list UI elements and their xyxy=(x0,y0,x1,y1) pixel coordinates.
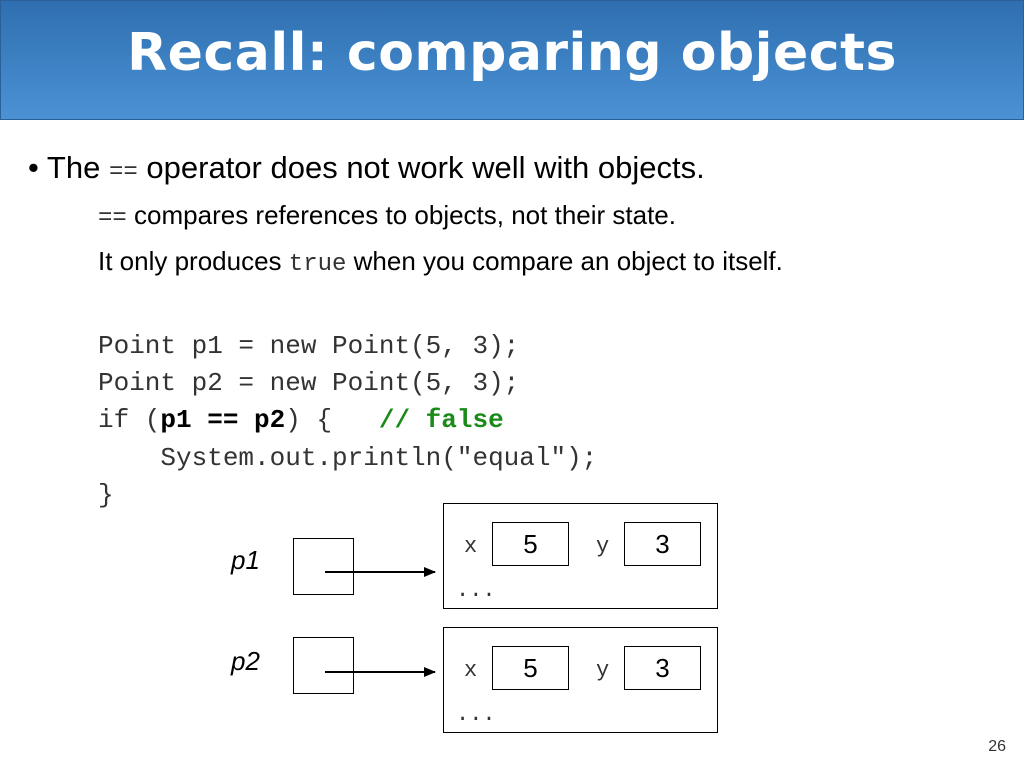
code-if-close: ) { xyxy=(285,405,379,435)
code-comment: // false xyxy=(378,405,504,435)
p2-y-value-box: 3 xyxy=(624,646,701,690)
code-line-5: } xyxy=(98,480,114,510)
p2-y-field-name: y xyxy=(596,658,610,683)
bullet-line: • The == operator does not work well wit… xyxy=(28,150,705,186)
p2-x-value-box: 5 xyxy=(492,646,569,690)
slide-title: Recall: comparing objects xyxy=(127,23,897,83)
sub2-pre: It only produces xyxy=(98,246,282,276)
sub1-text: compares references to objects, not thei… xyxy=(134,200,676,230)
p1-label: p1 xyxy=(231,545,260,575)
code-comparison: p1 == p2 xyxy=(160,405,286,435)
code-if-open: if ( xyxy=(98,405,161,435)
p1-reference-box xyxy=(293,538,354,595)
p1-object-box: x 5 y 3 ... xyxy=(443,503,718,609)
p2-ellipsis: ... xyxy=(456,702,496,727)
p2-object-box: x 5 y 3 ... xyxy=(443,627,718,733)
code-line-3: if (p1 == p2) { // false xyxy=(98,405,504,435)
bullet-pre: The xyxy=(46,150,101,185)
bullet-mark: • xyxy=(28,150,39,185)
p2-x-field-name: x xyxy=(464,658,478,683)
p1-x-value-box: 5 xyxy=(492,522,569,566)
title-bar: Recall: comparing objects xyxy=(0,0,1024,120)
p2-label: p2 xyxy=(231,646,260,676)
bullet-code: == xyxy=(108,159,138,186)
sub1-code: == xyxy=(98,205,127,232)
page-number: 26 xyxy=(988,738,1006,755)
p1-y-field-name: y xyxy=(596,534,610,559)
p2-reference-box xyxy=(293,637,354,694)
p1-ellipsis: ... xyxy=(456,578,496,603)
p1-x-field-name: x xyxy=(464,534,478,559)
sub-point-1: == compares references to objects, not t… xyxy=(98,200,676,232)
code-line-1: Point p1 = new Point(5, 3); xyxy=(98,331,520,361)
bullet-post: operator does not work well with objects… xyxy=(146,150,705,185)
sub2-code: true xyxy=(288,251,347,278)
sub-point-2: It only produces true when you compare a… xyxy=(98,246,783,278)
code-line-2: Point p2 = new Point(5, 3); xyxy=(98,368,520,398)
code-line-4: System.out.println("equal"); xyxy=(98,443,598,473)
p1-y-value-box: 3 xyxy=(624,522,701,566)
sub2-post: when you compare an object to itself. xyxy=(353,246,783,276)
